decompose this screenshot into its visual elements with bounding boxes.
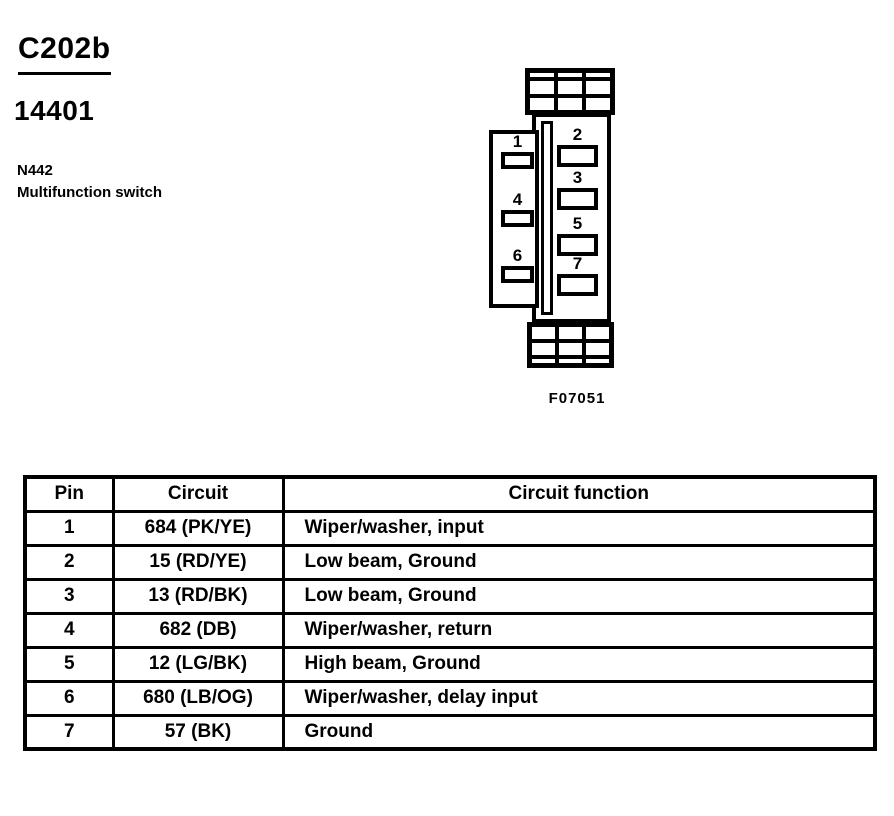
circuit-cell: 680 (LB/OG): [111, 679, 285, 717]
pin-cell: 7: [23, 713, 115, 751]
connector-pin: 5: [557, 215, 598, 256]
grid-cell: [528, 71, 556, 79]
pinout-table-header: Pin Circuit Circuit function: [23, 475, 877, 513]
grid-cell: [528, 95, 556, 112]
grid-cell: [584, 79, 612, 96]
pin-terminal-slot: [557, 188, 598, 210]
grid-cell: [557, 357, 584, 365]
pin-cell: 2: [23, 543, 115, 581]
circuit-function-cell: Wiper/washer, input: [281, 509, 877, 547]
pin-terminal-slot: [501, 266, 534, 283]
component-name: Multifunction switch: [17, 184, 162, 201]
connector-pin: 4: [501, 191, 534, 227]
grid-cell: [556, 71, 584, 79]
connector-top-terminal-grid: [525, 68, 615, 115]
circuit-cell: 682 (DB): [111, 611, 285, 649]
table-row: 2 15 (RD/YE) Low beam, Ground: [23, 543, 877, 581]
circuit-function-cell: Wiper/washer, return: [281, 611, 877, 649]
pin-number-label: 2: [572, 125, 583, 144]
connector-pin: 7: [557, 255, 598, 296]
table-row: 5 12 (LG/BK) High beam, Ground: [23, 645, 877, 683]
connector-pin: 1: [501, 133, 534, 169]
pin-number-label: 5: [572, 214, 583, 233]
pin-terminal-slot: [557, 274, 598, 296]
pin-terminal-slot: [501, 152, 534, 169]
grid-cell: [584, 357, 611, 365]
circuit-cell: 12 (LG/BK): [111, 645, 285, 683]
grid-cell: [530, 357, 557, 365]
pin-number-label: 1: [512, 132, 523, 151]
grid-cell: [556, 95, 584, 112]
table-row: 6 680 (LB/OG) Wiper/washer, delay input: [23, 679, 877, 717]
figure-code: F07051: [548, 390, 606, 407]
grid-cell: [556, 79, 584, 96]
connector-pin: 3: [557, 169, 598, 210]
pin-cell: 3: [23, 577, 115, 615]
grid-cell: [584, 95, 612, 112]
pinout-table-body: 1 684 (PK/YE) Wiper/washer, input 2 15 (…: [23, 509, 877, 751]
pin-cell: 5: [23, 645, 115, 683]
grid-cell: [557, 325, 584, 341]
grid-cell: [584, 71, 612, 79]
circuit-cell: 15 (RD/YE): [111, 543, 285, 581]
pin-terminal-slot: [501, 210, 534, 227]
part-number: 14401: [14, 95, 95, 126]
pin-terminal-slot: [557, 234, 598, 256]
connector-id: C202b: [18, 34, 111, 75]
grid-cell: [530, 325, 557, 341]
connector-bottom-terminal-grid: [527, 322, 614, 368]
grid-cell: [530, 341, 557, 357]
pin-cell: 1: [23, 509, 115, 547]
grid-cell: [584, 325, 611, 341]
header-row: Pin Circuit Circuit function: [23, 475, 877, 513]
left-pin-column: 1 4 6: [480, 60, 660, 420]
circuit-function-cell: Wiper/washer, delay input: [281, 679, 877, 717]
circuit-cell: 13 (RD/BK): [111, 577, 285, 615]
circuit-column-header: Circuit: [111, 475, 285, 513]
right-pin-column: 2 3 5 7: [480, 60, 660, 420]
circuit-function-cell: Ground: [281, 713, 877, 751]
pin-column-header: Pin: [23, 475, 115, 513]
pin-cell: 4: [23, 611, 115, 649]
connector-pin: 2: [557, 126, 598, 167]
pin-number-label: 7: [572, 254, 583, 273]
pin-number-label: 4: [512, 190, 523, 209]
connector-center-bar: [541, 121, 553, 315]
table-row: 1 684 (PK/YE) Wiper/washer, input: [23, 509, 877, 547]
connector-diagram: 1 4 6 2 3 5 7 F07051: [480, 60, 660, 420]
grid-cell: [584, 341, 611, 357]
table-row: 7 57 (BK) Ground: [23, 713, 877, 751]
table-row: 3 13 (RD/BK) Low beam, Ground: [23, 577, 877, 615]
component-code: N442: [17, 162, 53, 179]
grid-cell: [528, 79, 556, 96]
pin-cell: 6: [23, 679, 115, 717]
grid-cell: [557, 341, 584, 357]
circuit-function-cell: Low beam, Ground: [281, 543, 877, 581]
circuit-function-column-header: Circuit function: [281, 475, 877, 513]
circuit-cell: 684 (PK/YE): [111, 509, 285, 547]
pin-number-label: 3: [572, 168, 583, 187]
table-row: 4 682 (DB) Wiper/washer, return: [23, 611, 877, 649]
circuit-function-cell: High beam, Ground: [281, 645, 877, 683]
pinout-table: Pin Circuit Circuit function 1 684 (PK/Y…: [23, 475, 877, 751]
connector-pin: 6: [501, 247, 534, 283]
pin-terminal-slot: [557, 145, 598, 167]
component-info: N442 Multifunction switch: [17, 160, 162, 204]
pin-number-label: 6: [512, 246, 523, 265]
circuit-function-cell: Low beam, Ground: [281, 577, 877, 615]
circuit-cell: 57 (BK): [111, 713, 285, 751]
